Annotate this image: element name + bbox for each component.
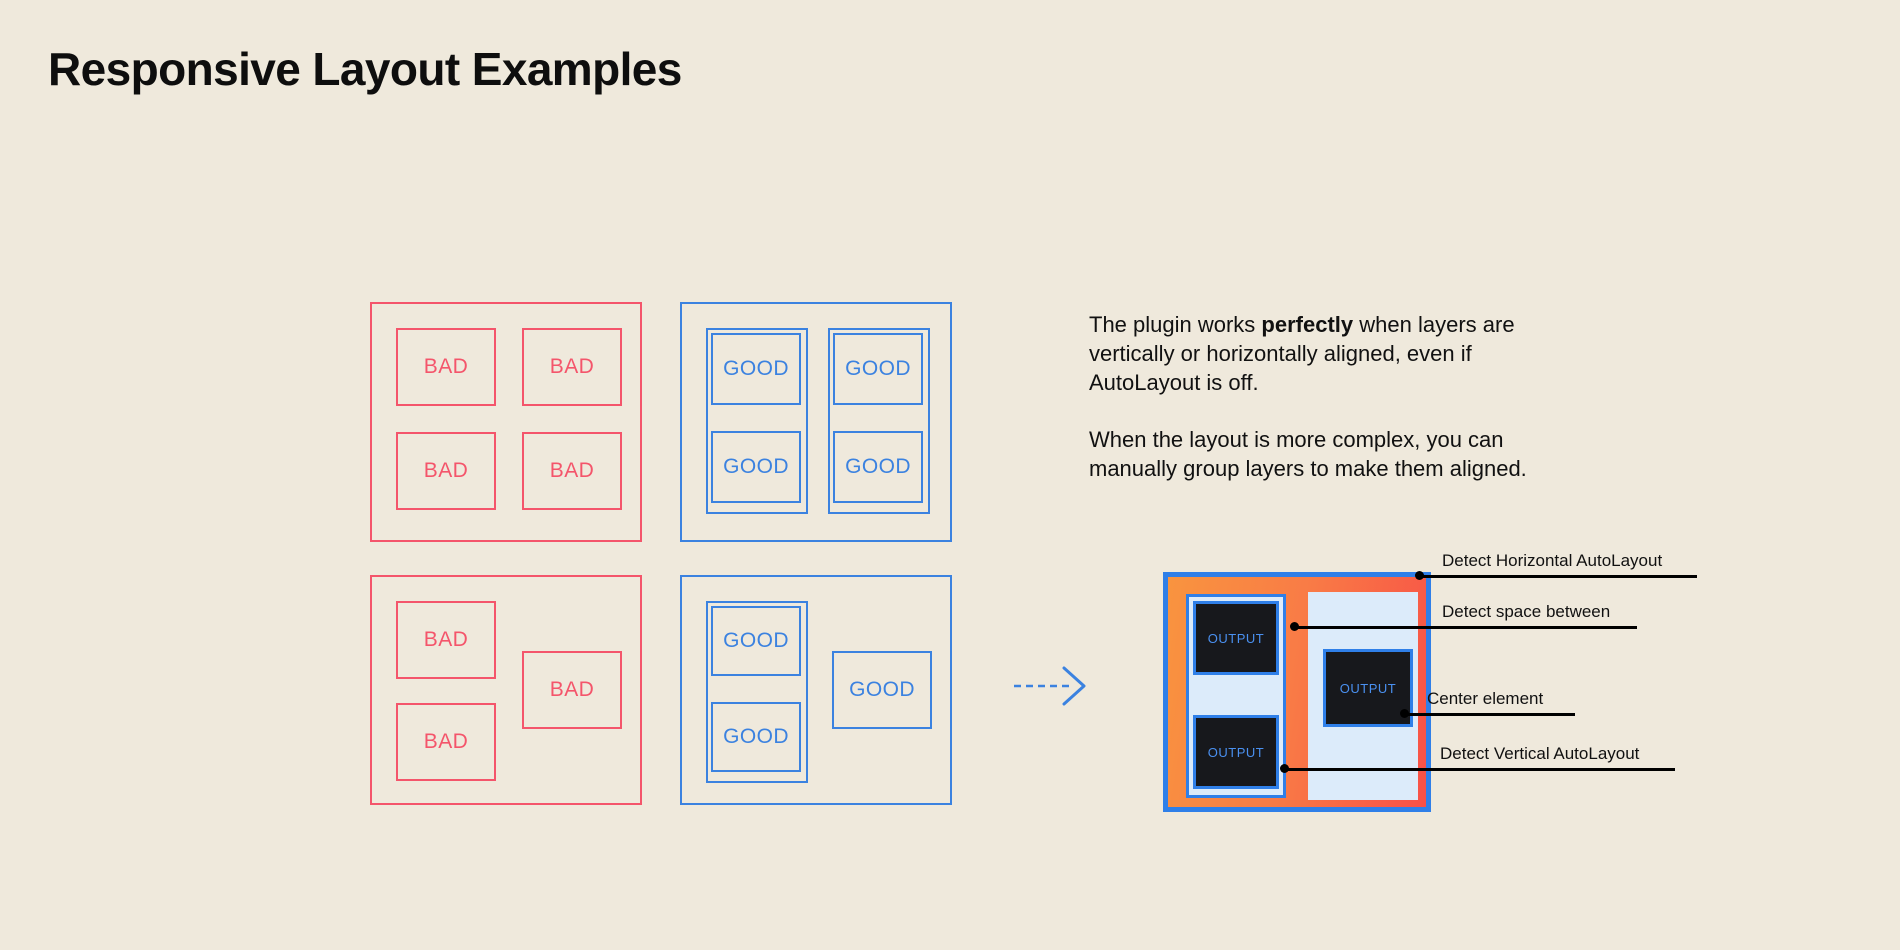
box-label: BAD — [423, 355, 469, 378]
description-paragraph-2: When the layout is more complex, you can… — [1089, 427, 1527, 481]
example-panel-good-grid: GOOD GOOD GOOD GOOD — [680, 302, 952, 542]
output-box-bottom: OUTPUT — [1193, 715, 1279, 789]
good-group-column: GOOD GOOD — [706, 601, 808, 783]
good-box: GOOD — [711, 606, 801, 676]
bad-box: BAD — [396, 601, 496, 679]
bad-box: BAD — [396, 432, 496, 510]
description-p1-emphasis: perfectly — [1261, 312, 1354, 337]
box-label: BAD — [423, 459, 469, 482]
good-group-column-right: GOOD GOOD — [828, 328, 930, 514]
output-box-center: OUTPUT — [1323, 649, 1413, 727]
output-label: OUTPUT — [1339, 680, 1397, 696]
good-group-column-left: GOOD GOOD — [706, 328, 808, 514]
box-label: GOOD — [723, 455, 789, 478]
box-label: GOOD — [723, 357, 789, 380]
box-label: BAD — [549, 459, 595, 482]
output-box-top: OUTPUT — [1193, 601, 1279, 675]
callout-line — [1419, 575, 1697, 578]
callout-label: Center element — [1427, 689, 1544, 708]
callout-line — [1294, 626, 1637, 629]
callout-label: Detect Vertical AutoLayout — [1440, 744, 1640, 763]
bad-box: BAD — [522, 432, 622, 510]
box-label: BAD — [423, 730, 469, 753]
callout-label: Detect Horizontal AutoLayout — [1442, 551, 1663, 570]
bad-box: BAD — [396, 328, 496, 406]
callout-line — [1284, 768, 1675, 771]
good-box: GOOD — [711, 702, 801, 772]
bad-box: BAD — [522, 328, 622, 406]
box-label: GOOD — [845, 357, 911, 380]
vertical-autolayout-group: OUTPUT OUTPUT — [1186, 594, 1286, 798]
callout-label: Detect space between — [1442, 602, 1611, 621]
description-paragraph-1: The plugin works perfectly when layers a… — [1089, 310, 1549, 397]
description-p1-part2: when layers are vertically or horizontal… — [1089, 312, 1515, 395]
output-label: OUTPUT — [1207, 630, 1265, 646]
box-label: BAD — [423, 628, 469, 651]
example-panel-bad-grid: BAD BAD BAD BAD — [370, 302, 642, 542]
output-label: OUTPUT — [1207, 744, 1265, 760]
box-label: GOOD — [845, 455, 911, 478]
box-label: GOOD — [849, 678, 915, 701]
callout-line — [1404, 713, 1575, 716]
good-box: GOOD — [833, 333, 923, 405]
good-box: GOOD — [711, 333, 801, 405]
box-label: BAD — [549, 678, 595, 701]
bad-box: BAD — [522, 651, 622, 729]
good-box: GOOD — [832, 651, 932, 729]
description-p1-part1: The plugin works — [1089, 312, 1262, 337]
box-label: GOOD — [723, 629, 789, 652]
dashed-arrow-right-icon — [1014, 666, 1086, 706]
page-title: Responsive Layout Examples — [48, 43, 682, 95]
example-panel-good-complex: GOOD GOOD GOOD — [680, 575, 952, 805]
bad-box: BAD — [396, 703, 496, 781]
result-diagram: OUTPUT OUTPUT OUTPUT — [1163, 572, 1431, 812]
good-box: GOOD — [711, 431, 801, 503]
example-panel-bad-complex: BAD BAD BAD — [370, 575, 642, 805]
description-text: The plugin works perfectly when layers a… — [1089, 310, 1549, 483]
good-box: GOOD — [833, 431, 923, 503]
box-label: GOOD — [723, 725, 789, 748]
box-label: BAD — [549, 355, 595, 378]
